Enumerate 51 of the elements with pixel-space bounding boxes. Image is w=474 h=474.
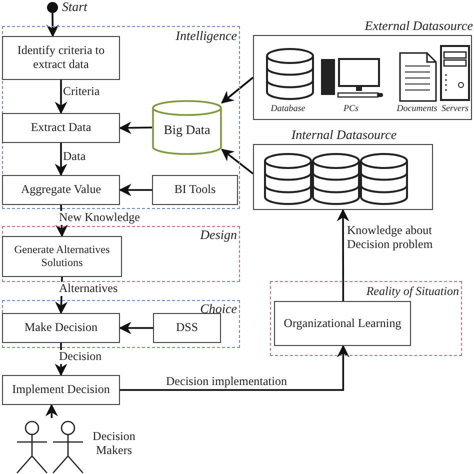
- process-box: [152, 175, 238, 205]
- node-label: BI Tools: [173, 183, 217, 197]
- node-label: Organizational Learning: [282, 316, 402, 330]
- arrow: [45, 404, 58, 418]
- phase-title: Reality of Situation: [365, 285, 459, 299]
- arrow: [118, 322, 153, 334]
- process-box: [2, 313, 120, 343]
- process-box: [2, 36, 120, 80]
- process-box: [2, 175, 120, 205]
- node-label: Extract Data: [30, 121, 92, 135]
- arrow: [336, 208, 350, 301]
- node-label: Big Data: [162, 122, 212, 138]
- process-box: [153, 313, 221, 343]
- phase-title: Intelligence: [174, 29, 237, 44]
- node-label: Make Decision: [24, 321, 98, 335]
- node-label: Implement Decision: [11, 383, 111, 397]
- icon-caption: Database: [270, 103, 306, 114]
- process-box: [2, 236, 122, 277]
- arrow: [54, 143, 68, 176]
- node-label: Generate Alternatives Solutions: [13, 244, 111, 270]
- start-dot: [47, 2, 58, 13]
- phase-frame: [2, 300, 240, 348]
- node-label: DSS: [174, 321, 199, 335]
- panel-title: External Datasource: [364, 19, 473, 34]
- icon-caption: Servers: [440, 103, 470, 114]
- edge-label: Data: [62, 150, 87, 164]
- phase-frame: [2, 226, 240, 282]
- edge-label: Alternatives: [58, 282, 119, 296]
- start-label: Start: [62, 0, 88, 15]
- arrow: [221, 76, 254, 104]
- arrow: [54, 80, 68, 114]
- process-box: [274, 301, 411, 346]
- arrow: [221, 148, 254, 174]
- icon-caption: PCs: [342, 103, 360, 114]
- edge-label: New Knowledge: [58, 211, 141, 225]
- edge-label: Decision: [58, 350, 103, 364]
- icon-caption: Documents: [396, 103, 438, 114]
- arrow: [118, 122, 152, 134]
- arrow: [120, 344, 350, 391]
- phase-title: Design: [199, 228, 237, 243]
- phase-frame: [270, 281, 462, 356]
- panel-title: Internal Datasource: [290, 128, 398, 143]
- node-label: Identify criteria to extract data: [16, 44, 106, 72]
- arrow: [46, 13, 59, 38]
- phase-title: Choice: [199, 302, 237, 317]
- process-box: [2, 113, 120, 143]
- arrow: [118, 184, 152, 196]
- process-box: [2, 375, 120, 405]
- actor-label: Decision Makers: [92, 430, 136, 458]
- phase-frame: [2, 26, 240, 209]
- node-label: Aggregate Value: [20, 183, 102, 197]
